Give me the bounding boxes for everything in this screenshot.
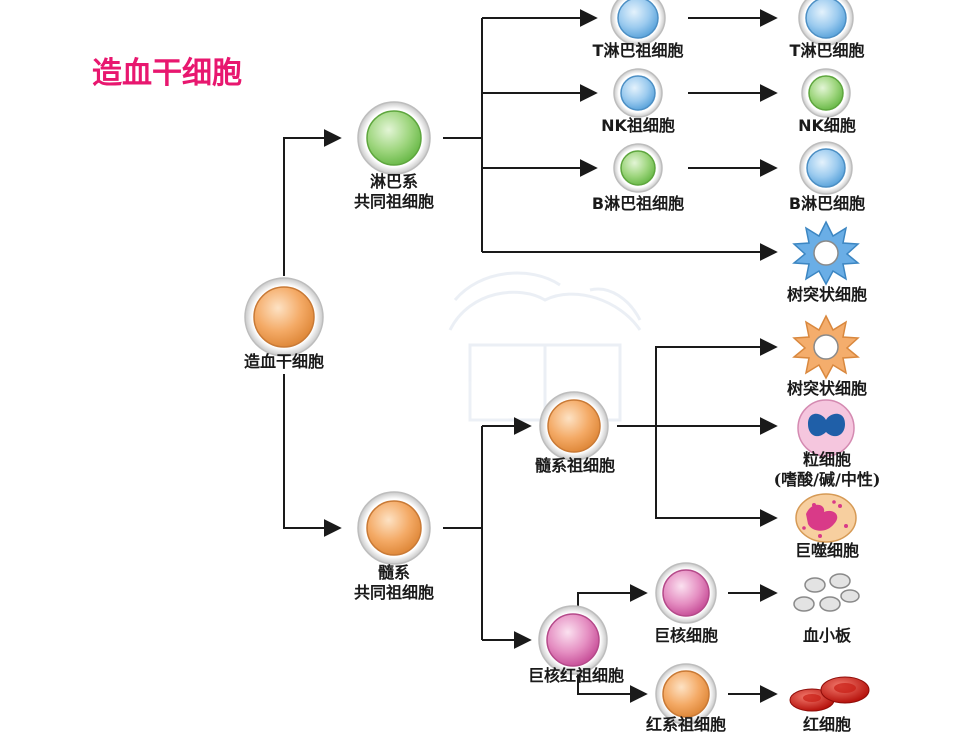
dendritic-myeloid-label: 树突状细胞	[786, 379, 867, 398]
mep-label: 巨核红祖细胞	[527, 666, 624, 685]
watermark-logo-icon	[448, 271, 642, 422]
t-cell-icon	[798, 0, 854, 46]
erythroid-progenitor-icon	[655, 663, 717, 725]
mk-erythroid-icon	[538, 605, 608, 675]
platelet-icon	[793, 573, 860, 612]
platelet-label: 血小板	[802, 626, 851, 645]
megakaryocyte-icon	[655, 562, 717, 624]
granulocyte-label-line2: (嗜酸/碱/中性)	[773, 470, 881, 489]
b-progenitor-icon	[613, 143, 663, 193]
nk-progenitor-icon	[613, 68, 663, 118]
red-blood-cell-icon	[789, 676, 870, 712]
dendritic-lymphoid-label: 树突状细胞	[786, 285, 867, 304]
myeloid-progenitor-label-line2: 共同祖细胞	[353, 583, 434, 602]
gmp-label: 髓系祖细胞	[534, 456, 615, 475]
t-progenitor-label: T淋巴祖细胞	[592, 41, 684, 60]
t-progenitor-icon	[610, 0, 666, 46]
lymphoid-progenitor-icon	[357, 101, 431, 175]
slide-title: 造血干细胞	[92, 56, 242, 91]
dendritic-cell-icon	[792, 314, 860, 380]
t-cell-label: T淋巴细胞	[789, 41, 865, 60]
granulocyte-icon	[797, 399, 855, 457]
erythroid-progenitor-label: 红系祖细胞	[645, 715, 726, 734]
myeloid-progenitor-icon	[357, 491, 431, 565]
myeloid-progenitor-label-line1: 髓系	[377, 563, 410, 582]
myeloid-cell-icon	[539, 391, 609, 461]
lymphoid-progenitor-label-line1: 淋巴系	[369, 172, 418, 191]
granulocyte-label-line1: 粒细胞	[802, 450, 851, 469]
nk-progenitor-label: NK祖细胞	[601, 116, 675, 135]
lymphoid-progenitor-label-line2: 共同祖细胞	[353, 192, 434, 211]
stem-cell-icon	[244, 277, 324, 357]
erythrocyte-label: 红细胞	[802, 715, 851, 734]
b-cell-icon	[799, 141, 853, 195]
b-cell-label: B淋巴细胞	[788, 194, 866, 213]
nk-cell-label: NK细胞	[798, 116, 856, 135]
megakaryocyte-label: 巨核细胞	[653, 626, 718, 645]
connector-lines	[283, 9, 778, 703]
dendritic-cell-icon	[792, 220, 860, 286]
macrophage-icon	[795, 493, 857, 543]
nk-cell-icon	[801, 68, 851, 118]
b-progenitor-label: B淋巴祖细胞	[591, 194, 685, 213]
macrophage-label: 巨噬细胞	[794, 541, 859, 560]
hsc-label: 造血干细胞	[243, 352, 324, 371]
